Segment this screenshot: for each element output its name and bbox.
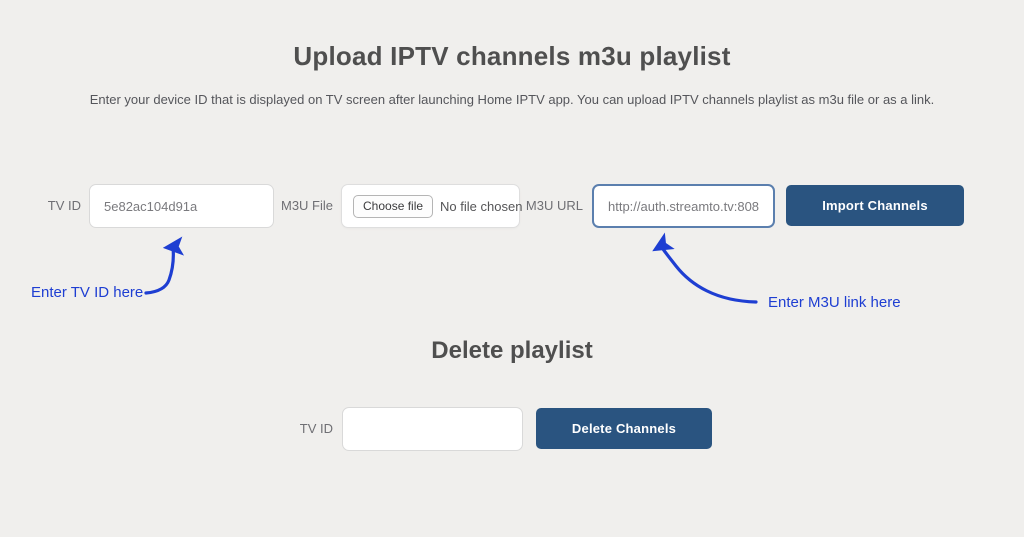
m3u-url-label: M3U URL (525, 198, 583, 213)
page-subtitle: Enter your device ID that is displayed o… (89, 92, 935, 107)
choose-file-button[interactable]: Choose file (353, 194, 434, 218)
m3u-annotation: Enter M3U link here (768, 294, 901, 311)
import-channels-button[interactable]: Import Channels (786, 185, 964, 226)
delete-tv-id-input[interactable] (342, 407, 523, 451)
tv-id-arrow-icon (144, 236, 185, 295)
file-status-text: No file chosen (440, 198, 523, 214)
tv-id-label: TV ID (47, 198, 81, 213)
m3u-file-input[interactable]: Choose file No file chosen (341, 184, 523, 228)
delete-channels-button[interactable]: Delete Channels (536, 408, 712, 449)
page-title: Upload IPTV channels m3u playlist (293, 41, 731, 71)
m3u-file-label: M3U File (280, 198, 333, 213)
tv-id-input[interactable] (89, 184, 274, 228)
delete-playlist-heading: Delete playlist (431, 337, 593, 364)
tv-id-annotation: Enter TV ID here (31, 284, 144, 301)
m3u-url-input[interactable] (592, 184, 775, 228)
delete-tv-id-label: TV ID (299, 421, 333, 436)
m3u-arrow-icon (652, 232, 758, 304)
